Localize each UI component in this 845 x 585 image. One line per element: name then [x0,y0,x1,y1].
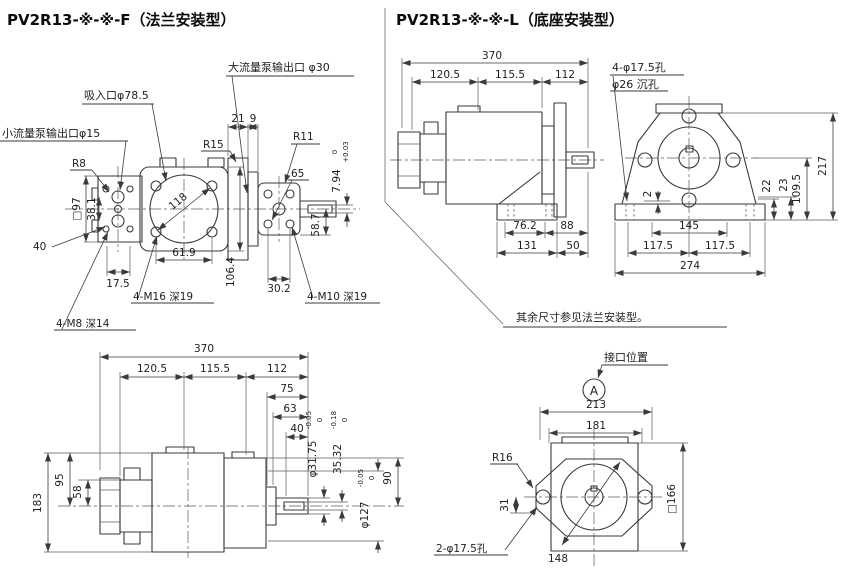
dim-90: 90 [382,471,394,484]
dim-75: 75 [280,383,293,395]
label-port-position: 接口位置 [604,350,648,364]
port-position-view: 接口位置 A 213 181 R16 31 [434,350,688,566]
base-rear-view: 4-φ17.5孔 φ26 沉孔 217 109.5 23 22 2 145 11… [610,61,838,277]
main-flange-view [139,157,229,252]
callout-counterbore: φ26 沉孔 [612,78,659,91]
dim-spigot-tol-upper: 0 [368,476,376,480]
dim-23: 23 [778,178,790,191]
shaft-key [283,501,305,511]
label-r16: R16 [492,452,513,464]
suction-port-circle [149,174,219,244]
callout-base-holes: 4-φ17.5孔 [612,61,666,74]
section-divider [384,8,504,325]
label-r11: R11 [293,131,314,143]
dim-key-height-tol-lower: 0 [331,150,339,154]
label-r8: R8 [72,158,86,170]
callout-port-holes: 2-φ17.5孔 [436,542,488,555]
base-side-view: 370 120.5 115.5 112 76.2 88 131 50 [390,50,604,258]
shaft [299,200,337,218]
dim-38-1: 38.1 [86,197,98,220]
label-outlet-large: 大流量泵输出口 φ30 [228,60,330,74]
shaft [565,151,595,169]
dim-112: 112 [555,69,575,81]
dim-120-5: 120.5 [137,363,167,375]
housing-outline [535,436,653,552]
shaft-flange-view [257,182,337,236]
port-symbol-circle [582,378,606,402]
dim-30-2: 30.2 [267,283,290,295]
dim-217: 217 [817,156,829,176]
dim-183: 183 [32,493,44,513]
dim-50: 50 [566,240,579,252]
dim-181: 181 [586,420,606,432]
callout-m16: 4-M16 深19 [133,291,193,303]
dim-2: 2 [642,191,654,198]
dim-63: 63 [283,403,296,415]
dim-40: 40 [33,241,46,253]
dim-shaft-diameter: φ31.75 [307,441,319,478]
housing-outline [614,103,766,221]
shaft-circle [678,147,700,169]
dim-shaft-tol-lower: -0.05 [305,411,313,429]
flange-side-view: 370 120.5 115.5 112 75 63 40 φ31.75 0 -0… [32,343,404,558]
dim-sq97: □97 [71,197,83,220]
dim-spigot-diameter: φ127 [359,502,371,529]
dim-21: 21 [231,113,244,125]
dim-370: 370 [482,50,502,62]
dim-213: 213 [586,399,606,411]
dim-88: 88 [560,220,573,232]
mounting-base [496,203,558,221]
dim-17-5: 17.5 [106,278,129,290]
pump-body-side [397,102,595,221]
dim-key-height: 7.94 [331,169,343,193]
label-suction: 吸入口φ78.5 [84,89,149,102]
dim-115-5: 115.5 [200,363,230,375]
shaft-key-slot [307,204,333,214]
callout-m10: 4-M10 深19 [307,291,367,303]
reference-note: 其余尺寸参见法兰安装型。 [503,310,727,328]
dim-22: 22 [761,179,773,192]
dim-sq166: □166 [666,484,678,514]
dim-148: 148 [548,553,568,565]
dim-115-5: 115.5 [495,69,525,81]
dim-shaft-tol-upper: 0 [316,418,324,422]
dim-65: 65 [291,168,304,180]
callout-m8: 4-M8 深14 [56,318,110,330]
dim-61-9: 61.9 [172,247,195,259]
mounting-base [614,203,766,221]
dim-31: 31 [499,498,511,511]
dim-117-5-left: 117.5 [643,240,673,252]
dim-9: 9 [250,113,257,125]
dim-key-height-tol-upper: +0.03 [342,141,350,162]
dim-40: 40 [290,423,303,435]
dim-131: 131 [517,240,537,252]
dim-spigot-tol-lower: -0.05 [357,469,365,487]
dim-117-5-right: 117.5 [705,240,735,252]
shaft [275,497,309,515]
dim-58-7: 58.7 [310,213,322,236]
dim-109-5: 109.5 [791,174,803,204]
dim-58: 58 [72,485,84,498]
flange-variant-title: PV2R13-※-※-F（法兰安装型） [7,11,236,29]
label-outlet-small: 小流量泵输出口φ15 [2,126,100,140]
dim-76-2: 76.2 [513,220,536,232]
dim-106-4: 106.4 [225,257,237,287]
dim-key-tol-upper: 0 [341,418,349,422]
dim-112: 112 [267,363,287,375]
port-symbol-letter: A [590,384,599,398]
dim-370: 370 [194,343,214,355]
dim-95: 95 [54,473,66,486]
base-variant-title: PV2R13-※-※-L（底座安装型） [396,11,624,29]
dim-key-tol-lower: -0.18 [330,411,338,429]
dim-120-5: 120.5 [430,69,460,81]
flange-front-view: 大流量泵输出口 φ30 吸入口φ78.5 小流量泵输出口φ15 R8 R15 R… [0,60,380,331]
pilot-circle [657,126,721,190]
dim-145: 145 [679,220,699,232]
dim-key-width: 35.32 [332,444,344,474]
pump-body-side [99,446,309,553]
note-text: 其余尺寸参见法兰安装型。 [516,310,648,324]
dim-274: 274 [680,260,700,272]
label-r15: R15 [203,139,224,151]
